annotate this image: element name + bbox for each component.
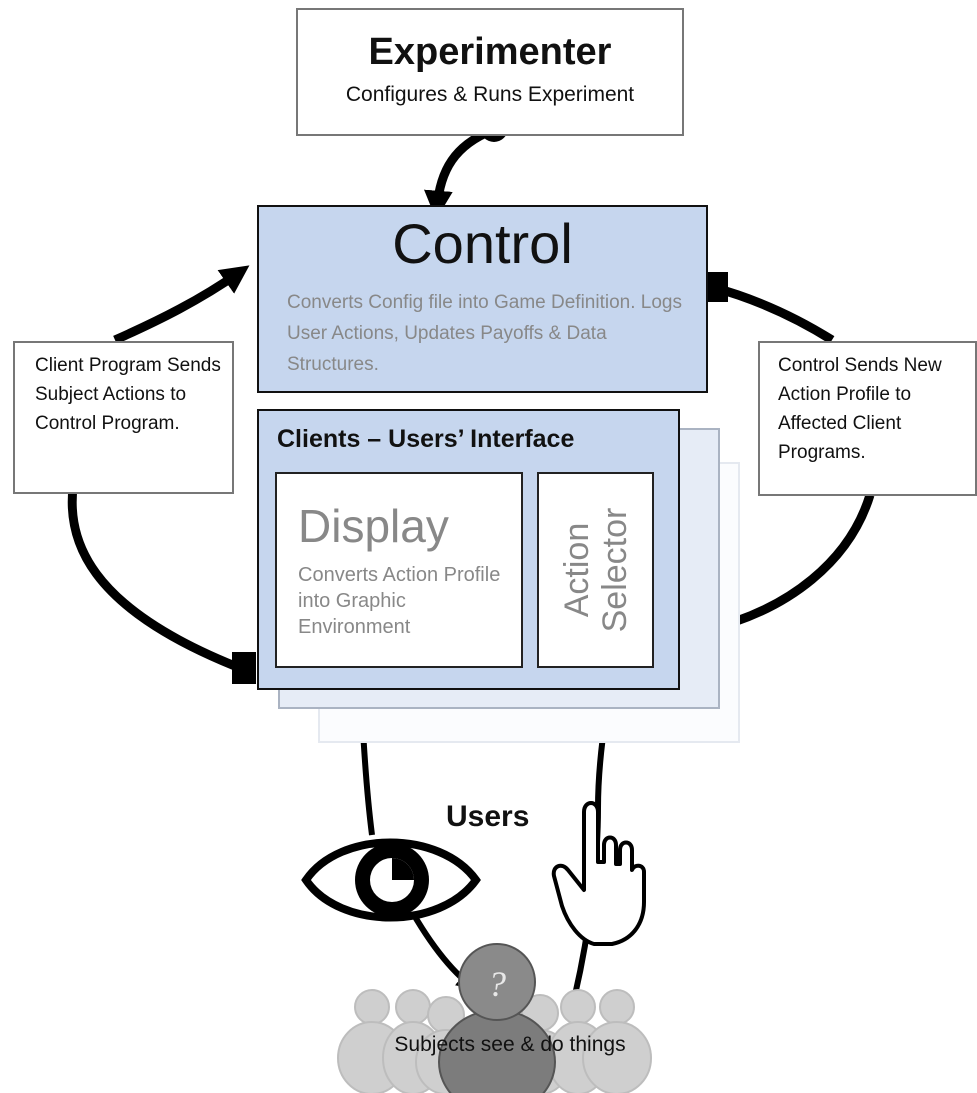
control-description: Converts Config file into Game Definitio…	[287, 292, 682, 375]
left-note: Client Program Sends Subject Actions to …	[13, 341, 234, 494]
display-box: Display Converts Action Profile into Gra…	[275, 472, 523, 668]
control-title: Control	[392, 212, 573, 275]
control-box: Control Converts Config file into Game D…	[257, 205, 708, 393]
users-label: Users	[446, 800, 530, 833]
action-selector-label: Action Selector	[557, 507, 634, 633]
experimenter-box: Experimenter Configures & Runs Experimen…	[296, 8, 684, 136]
left-loop-start-block	[232, 652, 256, 684]
eye-icon	[301, 838, 481, 922]
pointing-hand-icon	[551, 801, 646, 946]
display-title: Display	[298, 500, 449, 552]
people-group-icon: ?	[337, 943, 652, 1093]
clients-box: Clients – Users’ Interface Display Conve…	[257, 409, 680, 690]
right-loop-start-block	[706, 272, 728, 302]
experimenter-subtitle: Configures & Runs Experiment	[345, 83, 635, 106]
experimenter-title: Experimenter	[368, 31, 612, 73]
display-description: Converts Action Profile into Graphic Env…	[298, 564, 501, 638]
experimenter-to-control-arrow	[424, 125, 495, 220]
right-note: Control Sends New Action Profile to Affe…	[758, 341, 977, 496]
svg-text:?: ?	[488, 964, 506, 1004]
action-selector-box: Action Selector	[537, 472, 654, 668]
clients-title: Clients – Users’ Interface	[277, 425, 575, 453]
subjects-label: Subjects see & do things	[394, 1033, 626, 1056]
left-loop-arrow	[67, 272, 245, 675]
right-loop-upper	[710, 282, 835, 344]
